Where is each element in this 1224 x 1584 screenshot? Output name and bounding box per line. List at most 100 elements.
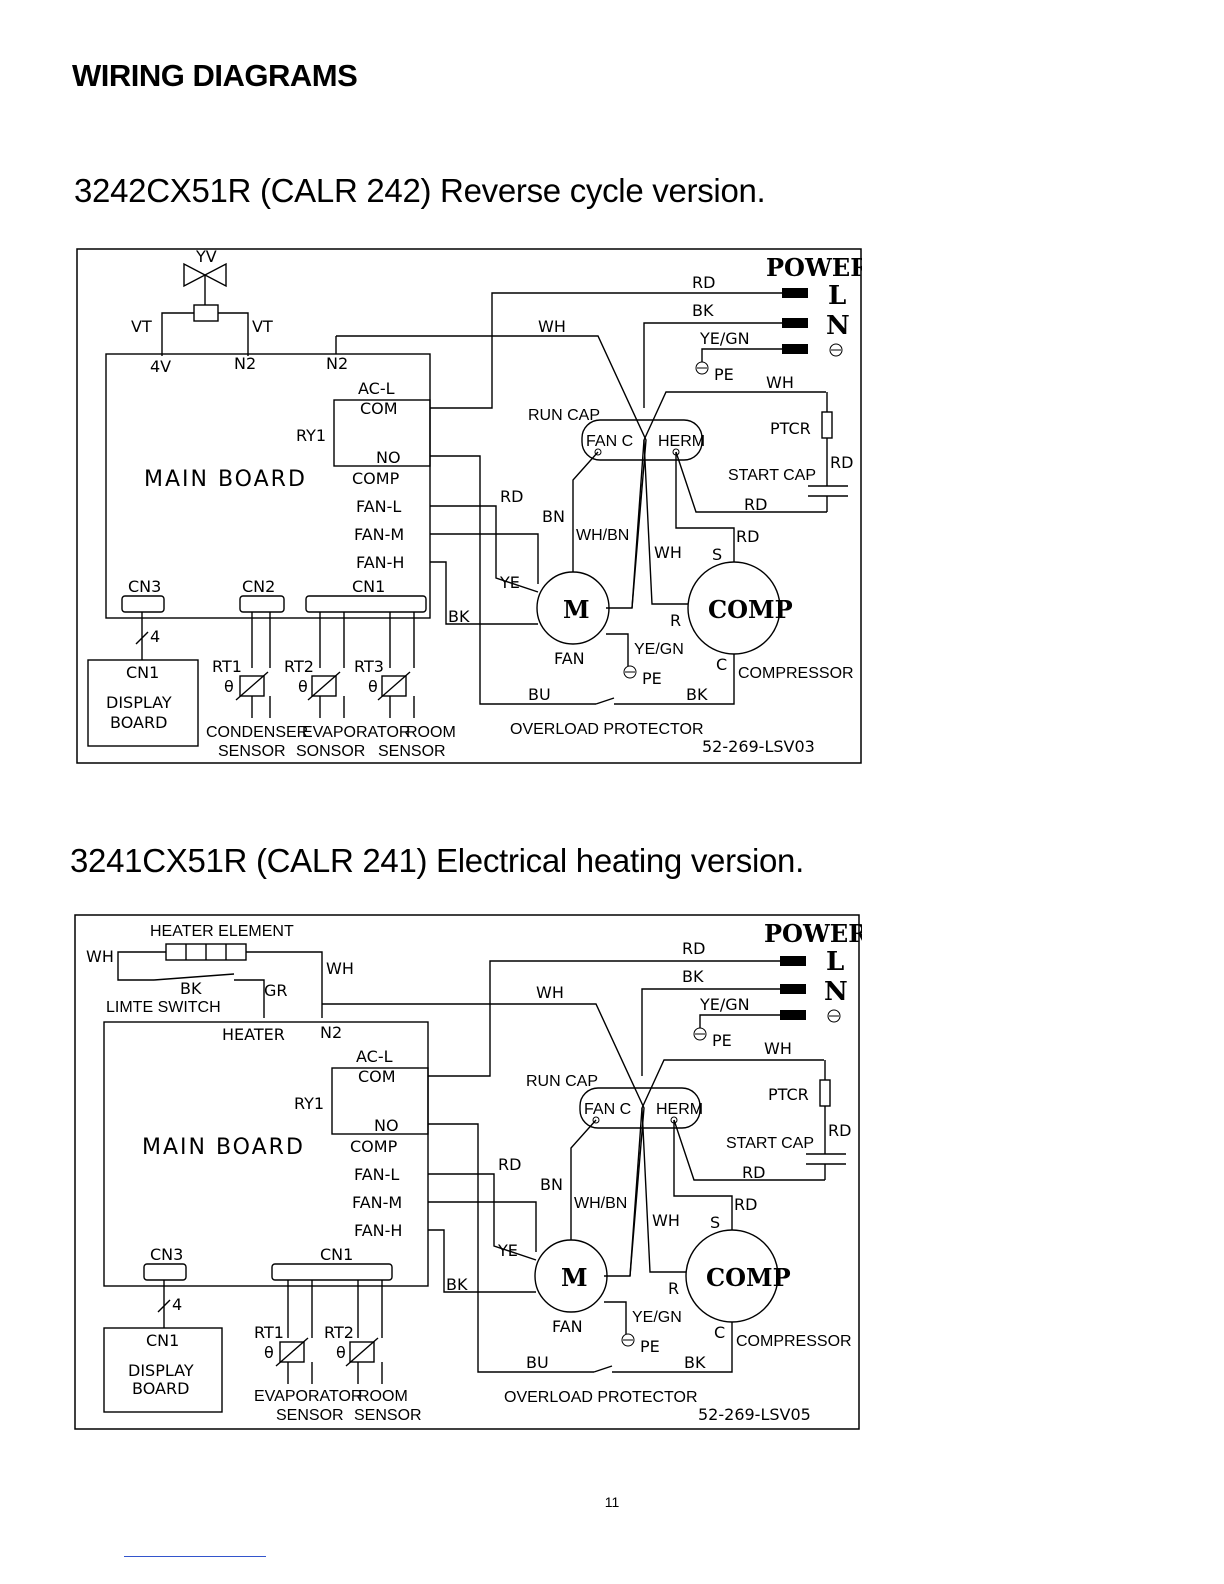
sonsor-label: SONSOR	[296, 743, 365, 760]
room-label: ROOM	[406, 724, 456, 741]
vt-left-label: VT	[131, 317, 152, 336]
bk-fanh-label: BK	[446, 1275, 468, 1294]
run-cap-label: RUN CAP	[526, 1073, 598, 1090]
display-cn1-label: CN1	[146, 1331, 179, 1350]
bk-power-label: BK	[692, 301, 714, 320]
wiring-diagram-reverse-cycle: YV VT VT 4V N2 N2 MAIN BOARD RY1 AC-L CO…	[76, 248, 862, 764]
yv-label: YV	[195, 248, 217, 266]
yegn-fan-label: YE/GN	[632, 1309, 682, 1326]
limit-switch-label: LIMTE SWITCH	[106, 999, 221, 1016]
diagram1-code: 52-269-LSV03	[702, 737, 815, 756]
c-terminal-label: C	[714, 1323, 725, 1342]
r-terminal-label: R	[670, 611, 681, 630]
rt2-label: RT2	[324, 1323, 354, 1342]
bn-label: BN	[540, 1175, 563, 1194]
terminal-n	[780, 984, 806, 994]
main-board	[103, 1021, 429, 1287]
board-label: BOARD	[132, 1379, 189, 1398]
comp-motor-label: COMP	[708, 595, 793, 624]
rd-s-label: RD	[734, 1195, 757, 1214]
theta-rt1: θ	[224, 677, 234, 696]
thermistor-rt3-icon	[377, 671, 411, 701]
display-board	[103, 1327, 223, 1413]
room-label: ROOM	[358, 1388, 408, 1405]
rd-ptcr-label: RD	[830, 453, 853, 472]
terminal-l	[780, 956, 806, 966]
overload-protector-label: OVERLOAD PROTECTOR	[504, 1389, 698, 1406]
overload-protector-icon	[593, 1365, 613, 1373]
overload-protector-label: OVERLOAD PROTECTOR	[510, 721, 704, 738]
ptcr-label: PTCR	[770, 419, 811, 438]
page-number: 11	[604, 1494, 620, 1510]
cn2-connector	[239, 595, 285, 613]
bk-comp-label: BK	[686, 685, 708, 704]
yegn-power-label: YE/GN	[699, 995, 750, 1014]
ye-label: YE	[499, 573, 520, 592]
neutral-n-label: N	[826, 311, 850, 341]
diagram2-code: 52-269-LSV05	[698, 1405, 811, 1424]
cn1-connector	[305, 595, 427, 613]
bk-comp-label: BK	[684, 1353, 706, 1372]
yegn-fan-label: YE/GN	[634, 641, 684, 658]
whbn-label: WH/BN	[576, 527, 629, 544]
pe-ground-icon	[693, 1027, 707, 1041]
thermistor-rt2-icon	[345, 1337, 379, 1367]
terminal-n	[782, 318, 808, 328]
display-label: DISPLAY	[128, 1361, 194, 1380]
run-cap-label: RUN CAP	[528, 407, 600, 424]
rd-startcap-label: RD	[742, 1163, 765, 1182]
pe-fan-label: PE	[642, 669, 662, 688]
ground-symbol	[827, 1009, 841, 1023]
display-board	[87, 659, 199, 747]
line-l-label: L	[828, 281, 846, 311]
theta-rt2: θ	[298, 677, 308, 696]
ground-symbol	[829, 343, 843, 357]
run-capacitor	[581, 419, 703, 461]
s-terminal-label: S	[712, 545, 722, 564]
power-label: POWER	[764, 919, 862, 948]
cn3-connector	[143, 1263, 187, 1281]
n2-label-a: N2	[234, 354, 256, 373]
sensor-label-1: SENSOR	[276, 1407, 344, 1424]
n2-label-b: N2	[326, 354, 348, 373]
yegn-power-label: YE/GN	[699, 329, 750, 348]
cn3-label: CN3	[150, 1245, 183, 1264]
bu-label: BU	[528, 685, 551, 704]
com-label: COM	[358, 1067, 396, 1086]
compressor-label: COMPRESSOR	[738, 665, 854, 682]
ptcr-component	[819, 1079, 831, 1107]
sensor-label-1: SENSOR	[218, 743, 286, 760]
wire-count-label: 4	[172, 1295, 182, 1314]
s-terminal-label: S	[710, 1213, 720, 1232]
rt1-label: RT1	[212, 657, 242, 676]
rd-power-label: RD	[682, 939, 705, 958]
comp-motor-label: COMP	[706, 1263, 791, 1292]
board-label: BOARD	[110, 713, 167, 732]
pe-fan-label: PE	[640, 1337, 660, 1356]
start-cap-label: START CAP	[726, 1135, 814, 1152]
diagram1-title: 3242CX51R (CALR 242) Reverse cycle versi…	[74, 172, 766, 209]
vt-right-label: VT	[252, 317, 273, 336]
thermistor-rt1-icon	[235, 671, 269, 701]
thermistor-rt1-icon	[275, 1337, 309, 1367]
fan-label: FAN	[554, 649, 585, 668]
terminal-pe	[782, 344, 808, 354]
footer-divider	[124, 1556, 266, 1557]
neutral-n-label: N	[824, 977, 848, 1007]
wire-count-label: 4	[150, 627, 160, 646]
theta-rt3: θ	[368, 677, 378, 696]
evaporator-label: EVAPORATOR	[302, 724, 410, 741]
line-l-label: L	[826, 947, 844, 977]
main-board-label: MAIN BOARD	[144, 467, 307, 492]
ptcr-component	[821, 411, 833, 439]
sensor-label-3: SENSOR	[378, 743, 446, 760]
herm-label: HERM	[656, 1101, 703, 1118]
wiring-diagram-electrical-heating: HEATER ELEMENT WH WH BK GR LIMTE SWITCH …	[74, 914, 862, 1430]
cn2-label: CN2	[242, 577, 275, 596]
fan-motor-m: M	[561, 1263, 588, 1292]
pe-ground-icon	[695, 361, 709, 375]
rd-fanl-label: RD	[500, 487, 523, 506]
main-board	[105, 353, 431, 619]
wh-comp-label: WH	[652, 1211, 680, 1230]
rt3-label: RT3	[354, 657, 384, 676]
